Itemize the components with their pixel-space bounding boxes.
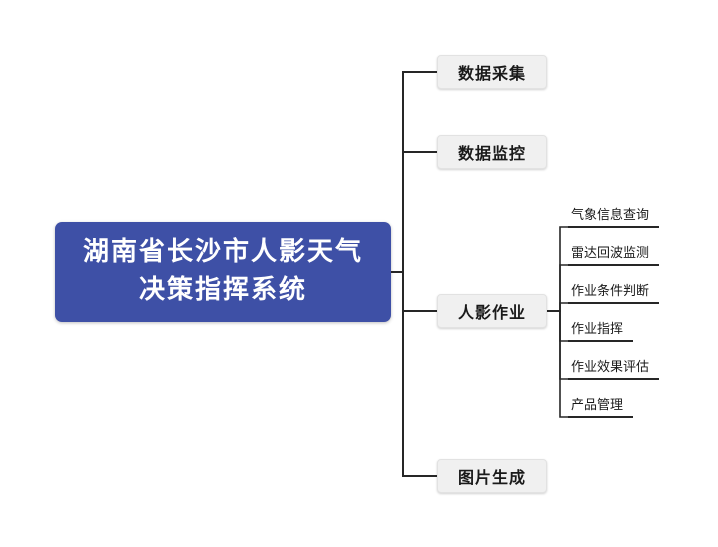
connector-root-to-data-collection [390,71,437,273]
leaf-node-radar-echo-monitor[interactable]: 雷达回波监测 [568,244,660,266]
connector-root-to-weather-mod-operation [390,271,437,312]
root-node-label-line-2: 决策指挥系统 [138,275,307,305]
branch-node-data-monitoring[interactable]: 数据监控 [437,135,547,169]
branch-node-image-generation[interactable]: 图片生成 [437,459,547,493]
connector-operation-to-effect-eval [547,310,568,380]
leaf-node-operation-effect-eval[interactable]: 作业效果评估 [568,358,660,380]
branch-node-data-collection[interactable]: 数据采集 [437,55,547,89]
leaf-node-weather-info-query[interactable]: 气象信息查询 [568,206,660,228]
connector-operation-to-radar-echo-monitor [547,264,568,312]
connector-operation-to-operation-command [547,310,568,342]
connector-operation-to-product-management [547,310,568,418]
connector-root-to-data-monitoring [390,151,437,273]
connector-operation-to-condition-judge [547,302,568,312]
leaf-node-operation-condition-judge[interactable]: 作业条件判断 [568,282,660,304]
leaf-node-operation-command[interactable]: 作业指挥 [568,320,634,342]
leaf-node-product-management[interactable]: 产品管理 [568,396,634,418]
root-node[interactable]: 湖南省长沙市人影天气 决策指挥系统 [55,222,391,322]
connector-operation-to-weather-info-query [547,226,568,312]
root-node-label-line-1: 湖南省长沙市人影天气 [82,237,363,268]
connector-root-to-image-generation [390,271,437,477]
branch-node-weather-mod-operation[interactable]: 人影作业 [437,294,547,328]
